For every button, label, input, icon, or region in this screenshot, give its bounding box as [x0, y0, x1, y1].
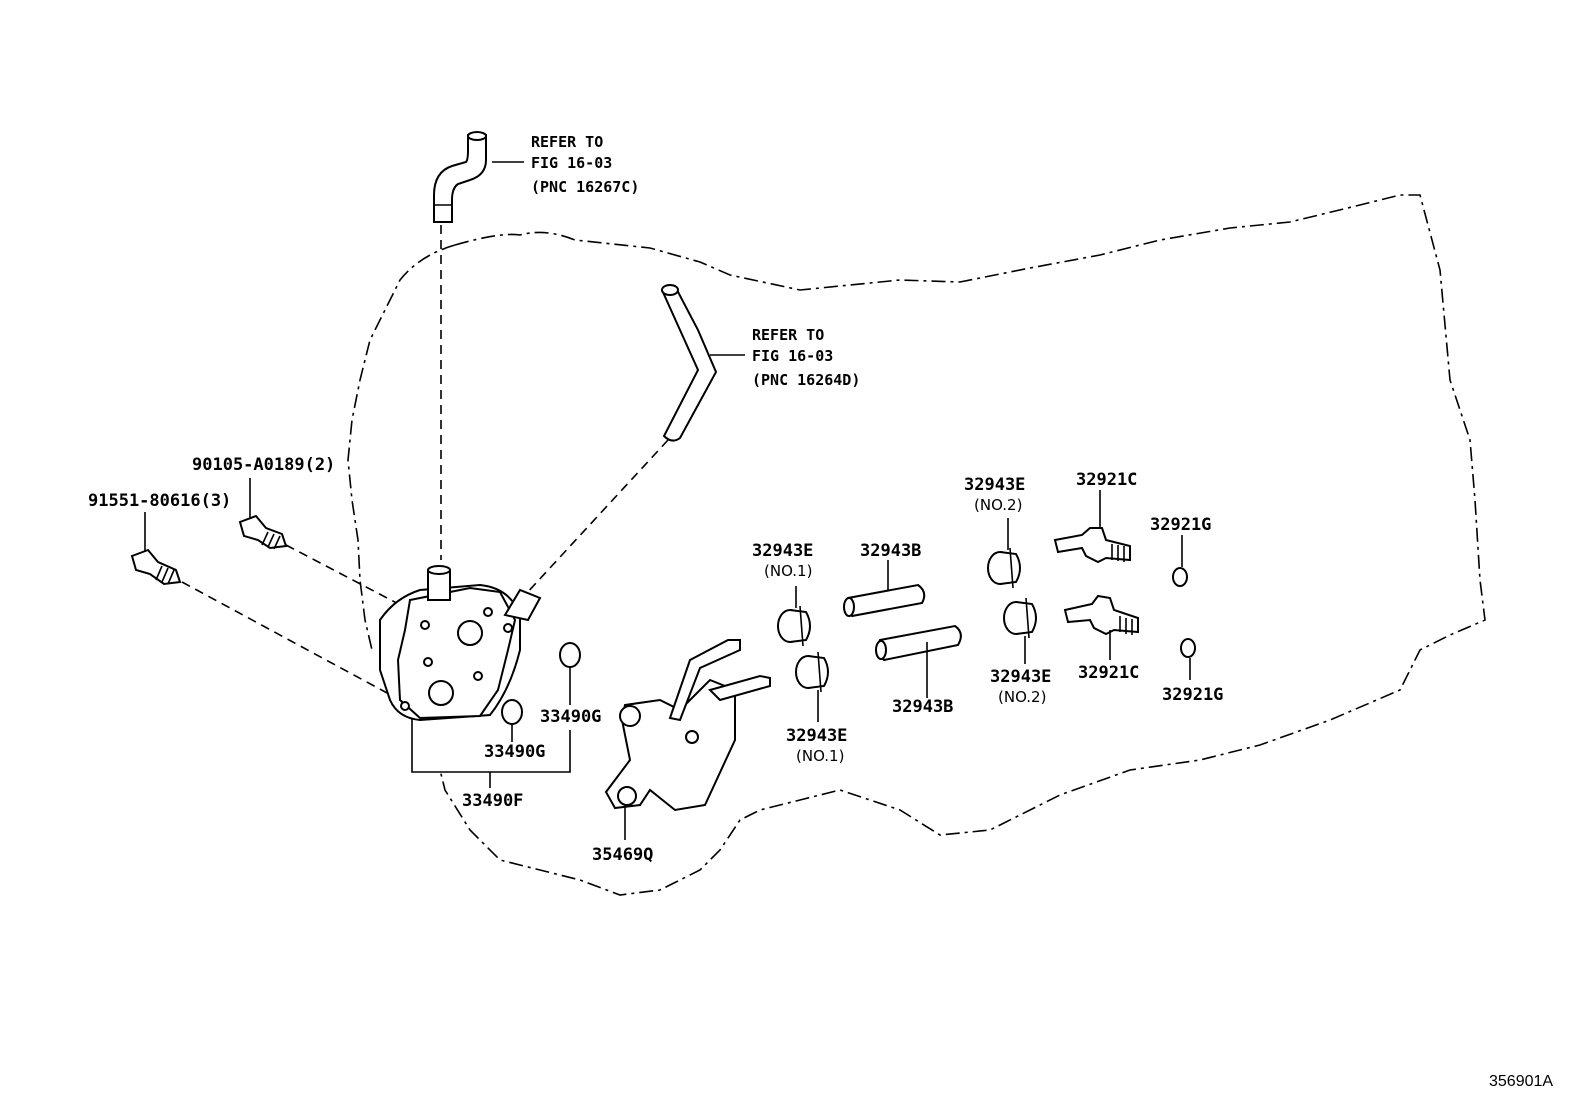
label-hose-top: 32943B	[860, 541, 921, 561]
ref-mid-line2: FIG 16-03	[752, 347, 833, 365]
label-clamp-no1-top: 32943E	[752, 541, 813, 561]
gasket-33490g-upper	[559, 642, 581, 668]
label-bolt-b: 91551-80616(3)	[88, 491, 231, 511]
middle-hose	[660, 284, 718, 442]
gasket-33490g-lower	[501, 699, 523, 725]
ref-mid-line3: (PNC 16264D)	[752, 371, 860, 389]
middle-hose-dash	[524, 439, 669, 596]
label-clamp-no1-top-sub: (NO.1)	[764, 562, 812, 580]
ref-top-line2: FIG 16-03	[531, 154, 612, 172]
bracket-35469q	[604, 639, 771, 812]
label-hose-bottom: 32943B	[892, 697, 953, 717]
hose-32943b-lower	[875, 624, 962, 662]
label-bolt-a: 90105-A0189(2)	[192, 455, 335, 475]
oring-32921g-upper	[1172, 567, 1188, 587]
label-bracket: 35469Q	[592, 845, 653, 865]
bolt-a	[238, 514, 288, 550]
label-union-top: 32921C	[1076, 470, 1137, 490]
leader-pump-group	[411, 718, 571, 773]
label-union-bottom: 32921C	[1078, 663, 1139, 683]
bolt-a-dash	[285, 544, 411, 611]
upper-hose	[433, 131, 487, 223]
ref-top-line3: (PNC 16267C)	[531, 178, 639, 196]
engine-outline	[439, 194, 1486, 896]
ref-mid-line1: REFER TO	[752, 326, 824, 344]
label-oring-top: 32921G	[1150, 515, 1211, 535]
label-gasket-1: 33490G	[540, 707, 601, 727]
label-gasket-2: 33490G	[484, 742, 545, 762]
label-pump: 33490F	[462, 791, 523, 811]
hose-32943b-upper	[843, 583, 926, 618]
clamp-no2-upper	[987, 547, 1021, 589]
label-clamp-no2-top: 32943E	[964, 475, 1025, 495]
label-clamp-no1-bottom: 32943E	[786, 726, 847, 746]
label-clamp-no2-top-sub: (NO.2)	[974, 496, 1022, 514]
bolt-b	[130, 548, 182, 586]
ref-top-line1: REFER TO	[531, 133, 603, 151]
vacuum-pump	[379, 565, 542, 722]
engine-outline-left	[347, 244, 456, 651]
clamp-no2-lower	[1003, 597, 1037, 639]
union-32921c-upper	[1053, 527, 1131, 564]
figure-code: 356901A	[1489, 1073, 1553, 1090]
label-clamp-no1-bottom-sub: (NO.1)	[796, 747, 844, 765]
label-clamp-no2-bottom-sub: (NO.2)	[998, 688, 1046, 706]
label-oring-bottom: 32921G	[1162, 685, 1223, 705]
label-clamp-no2-bottom: 32943E	[990, 667, 1051, 687]
clamp-no1-upper	[777, 605, 811, 647]
oring-32921g-lower	[1180, 638, 1196, 658]
union-32921c-lower	[1063, 594, 1139, 636]
bolt-b-dash	[181, 581, 401, 701]
clamp-no1-lower	[795, 651, 829, 693]
